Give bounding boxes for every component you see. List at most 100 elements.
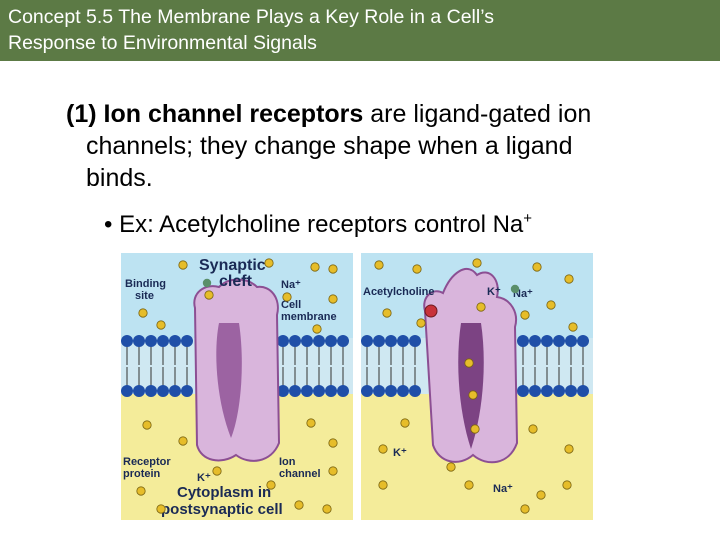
- lipid-head: [133, 335, 145, 347]
- ion-particle: [468, 390, 478, 400]
- lipid-head: [577, 335, 589, 347]
- lipid-head: [277, 385, 289, 397]
- ion-particle: [294, 500, 304, 510]
- lipid-head: [409, 385, 421, 397]
- slide-title-line-1: Concept 5.5 The Membrane Plays a Key Rol…: [8, 6, 494, 28]
- lipid-head: [553, 335, 565, 347]
- lipid-head: [325, 385, 337, 397]
- key-term: Ion channel receptors: [103, 100, 364, 128]
- ion-particle: [562, 480, 572, 490]
- ion-particle: [312, 324, 322, 334]
- ion-particle: [282, 292, 292, 302]
- ion-particle: [378, 480, 388, 490]
- ion-particle: [156, 504, 166, 514]
- label-k-right-bottom: K⁺: [393, 447, 407, 459]
- ion-particle: [374, 260, 384, 270]
- lipid-head: [289, 385, 301, 397]
- k-ion-particle: [202, 278, 212, 288]
- label-k-right-top: K⁺: [487, 286, 501, 298]
- ion-particle: [412, 264, 422, 274]
- ion-particle: [138, 308, 148, 318]
- item-number: (1): [66, 100, 97, 128]
- lipid-head: [577, 385, 589, 397]
- ion-particle: [464, 358, 474, 368]
- ion-particle: [328, 294, 338, 304]
- lipid-head: [325, 335, 337, 347]
- ion-particle: [142, 420, 152, 430]
- ion-particle: [328, 466, 338, 476]
- lipid-head: [145, 385, 157, 397]
- lipid-head: [301, 335, 313, 347]
- ion-particle: [382, 308, 392, 318]
- slide-title-line-2: Response to Environmental Signals: [8, 32, 317, 54]
- lipid-head: [181, 335, 193, 347]
- channel-pore-closed: [216, 323, 242, 438]
- ion-channel-diagram: Synaptic cleft Binding site Na⁺ Cell mem…: [121, 253, 593, 520]
- ion-channel-figure: Synaptic cleft Binding site Na⁺ Cell mem…: [121, 253, 593, 520]
- ion-particle: [306, 418, 316, 428]
- lipid-head: [373, 385, 385, 397]
- ion-particle: [416, 318, 426, 328]
- slide-title-bar: Concept 5.5 The Membrane Plays a Key Rol…: [0, 0, 720, 61]
- k-ion-particle: [510, 284, 520, 294]
- lipid-head: [517, 385, 529, 397]
- lipid-head: [169, 385, 181, 397]
- lipid-head: [337, 335, 349, 347]
- lipid-head: [553, 385, 565, 397]
- ion-particle: [378, 444, 388, 454]
- body-paragraph: (1) Ion channel receptors are ligand-gat…: [66, 98, 666, 194]
- lipid-head: [565, 335, 577, 347]
- ion-particle: [212, 466, 222, 476]
- ion-particle: [264, 258, 274, 268]
- label-postsynaptic: postsynaptic cell: [161, 501, 283, 518]
- ion-particle: [472, 258, 482, 268]
- label-na-right-bottom: Na⁺: [493, 483, 513, 495]
- ion-particle: [546, 300, 556, 310]
- open-channel-panel: Acetylcholine K⁺ Na⁺ K⁺ Na⁺: [361, 253, 593, 520]
- lipid-head: [541, 335, 553, 347]
- lipid-head: [397, 335, 409, 347]
- label-cytoplasm: Cytoplasm in: [177, 484, 271, 501]
- lipid-head: [565, 385, 577, 397]
- lipid-head: [397, 385, 409, 397]
- bullet-symbol: •: [104, 211, 113, 238]
- ion-particle: [328, 264, 338, 274]
- lipid-head: [361, 385, 373, 397]
- lipid-head: [145, 335, 157, 347]
- lipid-head: [121, 385, 133, 397]
- ion-particle: [178, 260, 188, 270]
- lipid-head: [301, 385, 313, 397]
- lipid-head: [121, 335, 133, 347]
- ion-particle: [310, 262, 320, 272]
- ion-particle: [446, 462, 456, 472]
- lipid-head: [157, 335, 169, 347]
- ion-particle: [564, 444, 574, 454]
- lipid-head: [385, 385, 397, 397]
- ion-particle: [156, 320, 166, 330]
- lipid-bilayer-right: [361, 335, 589, 397]
- ion-particle: [528, 424, 538, 434]
- lipid-head: [289, 335, 301, 347]
- acetylcholine-molecule: [424, 304, 438, 318]
- ion-particle: [178, 436, 188, 446]
- ion-particle: [136, 486, 146, 496]
- lipid-head: [313, 335, 325, 347]
- label-synaptic: Synaptic: [199, 257, 266, 274]
- paragraph-line-2: channels; they change shape when a ligan…: [86, 132, 573, 160]
- ion-particles: [136, 258, 578, 514]
- lipid-bilayer-left: [121, 335, 349, 397]
- ion-particle: [536, 490, 546, 500]
- lipid-head: [361, 335, 373, 347]
- ion-particle: [400, 418, 410, 428]
- label-k-left: K⁺: [197, 472, 211, 484]
- channel-pore-open: [458, 323, 484, 449]
- ion-particle: [532, 262, 542, 272]
- ion-particle: [520, 504, 530, 514]
- bullet-text: Ex: Acetylcholine receptors control Na: [119, 211, 524, 238]
- closed-channel-panel: Synaptic cleft Binding site Na⁺ Cell mem…: [121, 253, 353, 520]
- ion-particle: [520, 310, 530, 320]
- lipid-head: [313, 385, 325, 397]
- lipid-head: [529, 335, 541, 347]
- lipid-head: [157, 385, 169, 397]
- lipid-head: [517, 335, 529, 347]
